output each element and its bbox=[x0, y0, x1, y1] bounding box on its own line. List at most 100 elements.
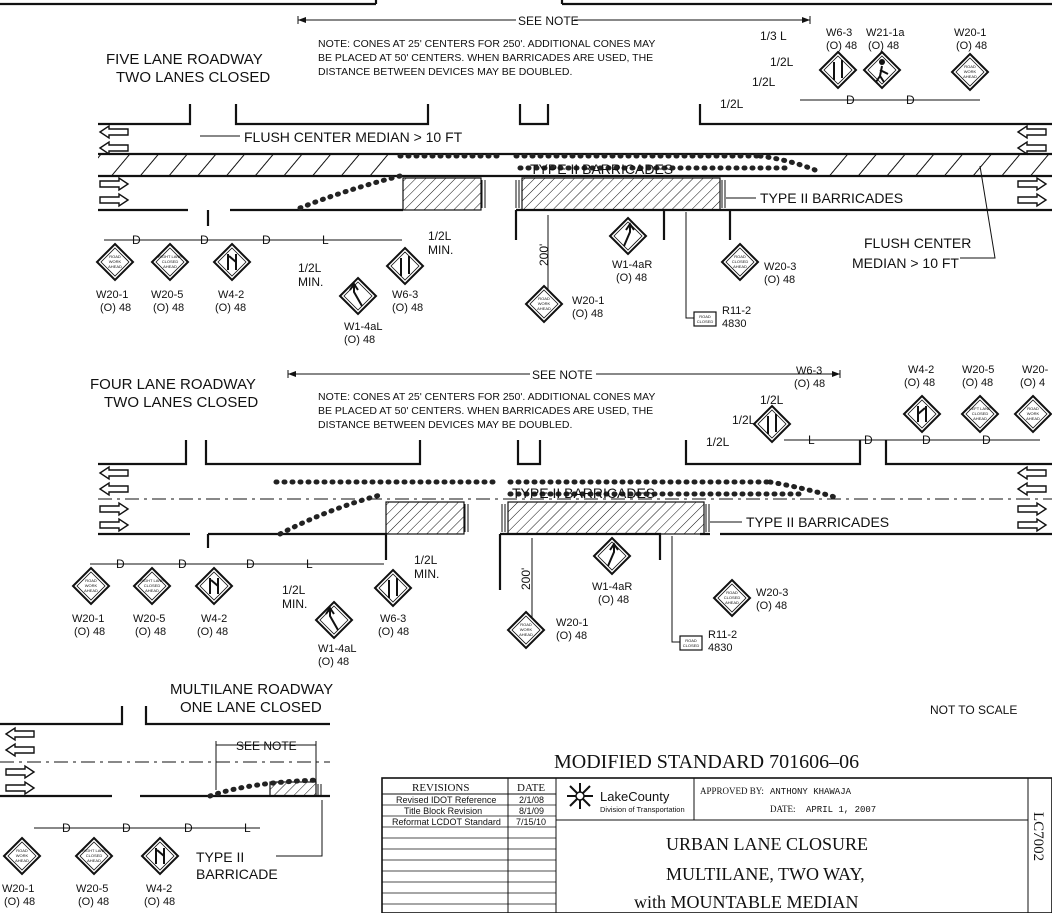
five-lane-note-line1: NOTE: CONES AT 25' CENTERS FOR 250'. ADD… bbox=[318, 38, 655, 50]
sign-code: W20-3 bbox=[756, 587, 788, 599]
sign-face-line: ROAD bbox=[726, 590, 738, 595]
dim-l: L bbox=[306, 557, 313, 571]
dim-half-l: 1/2L bbox=[706, 435, 730, 449]
dim-l: L bbox=[244, 821, 251, 835]
dim-d: D bbox=[62, 821, 71, 835]
sign-size: (O) 48 bbox=[74, 626, 105, 638]
four-lane-cones bbox=[273, 479, 841, 537]
sign-w20-1-road-work-ahead: ROAD WORK AHEAD W20-1 (O) 48 bbox=[96, 243, 134, 314]
sign-w4-2-lane-ends: W4-2 (O) 48 bbox=[903, 364, 941, 433]
revision-1-text: Revised IDOT Reference bbox=[396, 795, 496, 805]
sign-size: (O) 48 bbox=[144, 896, 175, 908]
sign-w20-1-road-work-ahead: ROAD WORK AHEAD W20-1 (O) 48 bbox=[525, 285, 604, 323]
sign-w20-1-road-work-ahead: ROAD WORK AHEAD W20-1 (O) 48 bbox=[2, 837, 41, 908]
sign-w1-4ar-shift-right: W1-4aR (O) 48 bbox=[592, 537, 632, 606]
dim-200: 200' bbox=[519, 568, 533, 590]
dim-d: D bbox=[122, 821, 131, 835]
sign-size: (O) 48 bbox=[215, 302, 246, 314]
sign-code: W1-4aL bbox=[344, 321, 383, 333]
five-lane-median-right-2: MEDIAN > 10 FT bbox=[852, 255, 959, 271]
sign-w6-3-two-way-traffic: W6-3 (O) 48 bbox=[819, 27, 857, 89]
sign-face-line: ROAD bbox=[699, 314, 711, 319]
sign-size: (O) 48 bbox=[572, 308, 603, 320]
sign-code: W20-1 bbox=[954, 27, 986, 39]
sign-size: (O) 48 bbox=[956, 40, 987, 52]
five-lane-signs: ROAD WORK AHEAD W20-1 (O) 48 RIGHT LANE … bbox=[96, 27, 989, 346]
dim-d: D bbox=[846, 93, 855, 107]
sign-code: W20-1 bbox=[556, 617, 588, 629]
sign-size: (O) 48 bbox=[794, 378, 825, 390]
four-lane-title-line2: TWO LANES CLOSED bbox=[104, 394, 258, 411]
sign-face-line: AHEAD bbox=[537, 306, 551, 311]
four-lane-see-note: SEE NOTE bbox=[532, 368, 593, 382]
sign-code: W1-4aL bbox=[318, 643, 357, 655]
sign-code: W20-5 bbox=[76, 883, 108, 895]
sign-w20-5-lane-closed: RIGHT LANE CLOSED AHEAD W20-5 (O) 48 bbox=[133, 567, 171, 638]
sign-face-line: ROAD bbox=[109, 254, 121, 259]
sign-face-line: CLOSED bbox=[162, 259, 179, 264]
sign-face-line: AHEAD bbox=[725, 600, 739, 605]
five-lane-note-line3: DISTANCE BETWEEN DEVICES MAY BE DOUBLED. bbox=[318, 66, 572, 78]
five-lane-cones bbox=[297, 153, 818, 211]
sign-w20-5-lane-closed: LEFT LANE CLOSED AHEAD W20-5 (O) 48 bbox=[961, 364, 999, 433]
sign-w4-2-lane-ends: W4-2 (O) 48 bbox=[213, 243, 251, 314]
dim-half-l: 1/2L bbox=[720, 97, 744, 111]
sign-face-line: ROAD bbox=[1027, 406, 1039, 411]
dim-d: D bbox=[132, 233, 141, 247]
sign-w20-1-road-work-ahead: ROAD WORK AHEAD W20-1 (O) 48 bbox=[72, 567, 110, 638]
dim-half-l-min: 1/2L bbox=[414, 553, 438, 567]
multilane-signs: ROAD WORK AHEAD W20-1 (O) 48 RIGHT LANE … bbox=[2, 837, 179, 908]
dim-d: D bbox=[200, 233, 209, 247]
sign-size: (O) 48 bbox=[100, 302, 131, 314]
sign-w21-1a-worker: W21-1a (O) 48 bbox=[863, 27, 905, 89]
sign-face-line: WORK bbox=[538, 301, 551, 306]
sign-size: (O) 48 bbox=[197, 626, 228, 638]
dim-d: D bbox=[864, 433, 873, 447]
sign-face-line: AHEAD bbox=[84, 588, 98, 593]
five-lane-title-line2: TWO LANES CLOSED bbox=[116, 69, 270, 86]
dim-d: D bbox=[982, 433, 991, 447]
revision-3-text: Reformat LCDOT Standard bbox=[392, 817, 501, 827]
sign-code: W6-3 bbox=[796, 365, 822, 377]
sign-code: W4-2 bbox=[908, 364, 934, 376]
sheet-code: LC7002 bbox=[1030, 812, 1046, 861]
sign-face-line: AHEAD bbox=[1026, 416, 1040, 421]
dim-half-l-min: 1/2L bbox=[428, 229, 452, 243]
sign-code: W20-3 bbox=[764, 261, 796, 273]
sign-code: W20- bbox=[1022, 364, 1049, 376]
sign-size: (O) 48 bbox=[378, 626, 409, 638]
sign-w6-3-two-way-traffic: W6-3 (O) 48 bbox=[753, 365, 825, 443]
revision-1-date: 2/1/08 bbox=[519, 795, 544, 805]
sign-w20-1-road-work-ahead: ROAD WORK AHEAD W20-1 (O) 48 bbox=[507, 611, 588, 649]
revision-2-date: 8/1/09 bbox=[519, 806, 544, 816]
sign-face-line: ROAD bbox=[964, 64, 976, 69]
multilane-title-line2: ONE LANE CLOSED bbox=[180, 699, 322, 716]
revision-2-text: Title Block Revision bbox=[404, 806, 482, 816]
four-lane-section: FOUR LANE ROADWAY TWO LANES CLOSED SEE N… bbox=[72, 364, 1052, 668]
sign-w20-1-road-work-ahead: ROAD WORK AHEAD W20-1 (O) 48 bbox=[951, 27, 989, 91]
sign-w1-4ar-shift-right: W1-4aR (O) 48 bbox=[609, 217, 652, 284]
revisions-header: REVISIONS bbox=[412, 782, 469, 794]
multilane-see-note: SEE NOTE bbox=[236, 739, 297, 753]
dim-d: D bbox=[178, 557, 187, 571]
sign-w1-4al-shift-left: W1-4aL (O) 48 bbox=[315, 601, 357, 668]
multilane-title-line1: MULTILANE ROADWAY bbox=[170, 681, 333, 698]
sign-size: (O) 48 bbox=[135, 626, 166, 638]
five-lane-dimensions: D D D L 1/2L MIN. 1/2L MIN. 1/3 L 1/2L 1… bbox=[104, 29, 980, 300]
sign-code: W4-2 bbox=[201, 613, 227, 625]
sign-code: W1-4aR bbox=[592, 581, 632, 593]
four-lane-title-line1: FOUR LANE ROADWAY bbox=[90, 376, 256, 393]
standard-number: MODIFIED STANDARD 701606–06 bbox=[554, 751, 859, 773]
dim-d: D bbox=[116, 557, 125, 571]
sign-code: W20-5 bbox=[151, 289, 183, 301]
sign-face-line: WORK bbox=[520, 627, 533, 632]
sign-face-line: AHEAD bbox=[163, 264, 177, 269]
four-lane-note-line2: BE PLACED AT 50' CENTERS. WHEN BARRICADE… bbox=[318, 405, 653, 417]
sign-size: 4830 bbox=[722, 318, 746, 330]
sign-w4-2-lane-ends: W4-2 (O) 48 bbox=[195, 567, 233, 638]
multilane-barricade-line1: TYPE II bbox=[196, 849, 244, 865]
sign-code: W20-1 bbox=[572, 295, 604, 307]
sign-size: 4830 bbox=[708, 642, 732, 654]
sign-face-line: CLOSED bbox=[144, 583, 161, 588]
